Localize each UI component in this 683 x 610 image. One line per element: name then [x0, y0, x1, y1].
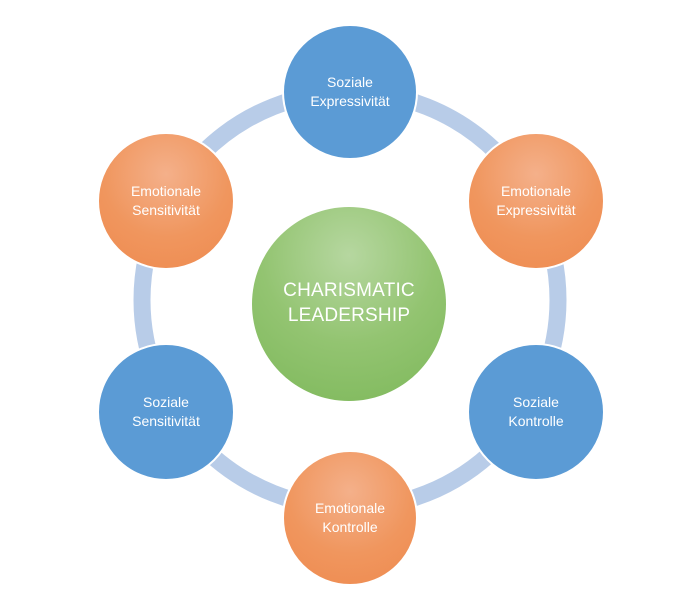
node-label: Emotionale Sensitivität: [130, 183, 202, 218]
center-node: CHARISMATIC LEADERSHIP: [252, 207, 446, 401]
node-soziale-sensitivitaet: Soziale Sensitivität: [97, 343, 235, 481]
node-label: Soziale Kontrolle: [508, 394, 564, 429]
center-label: CHARISMATIC LEADERSHIP: [283, 280, 415, 326]
node-emotionale-sensitivitaet: Emotionale Sensitivität: [97, 132, 235, 270]
node-soziale-expressivitaet: Soziale Expressivität: [282, 24, 418, 160]
node-label: Emotionale Expressivität: [496, 183, 576, 218]
node-label: Emotionale Kontrolle: [314, 500, 386, 535]
node-emotionale-expressivitaet: Emotionale Expressivität: [467, 132, 605, 270]
node-emotionale-kontrolle: Emotionale Kontrolle: [282, 450, 418, 586]
node-label: Soziale Sensitivität: [132, 394, 200, 429]
node-soziale-kontrolle: Soziale Kontrolle: [467, 343, 605, 481]
node-label: Soziale Expressivität: [310, 74, 390, 109]
